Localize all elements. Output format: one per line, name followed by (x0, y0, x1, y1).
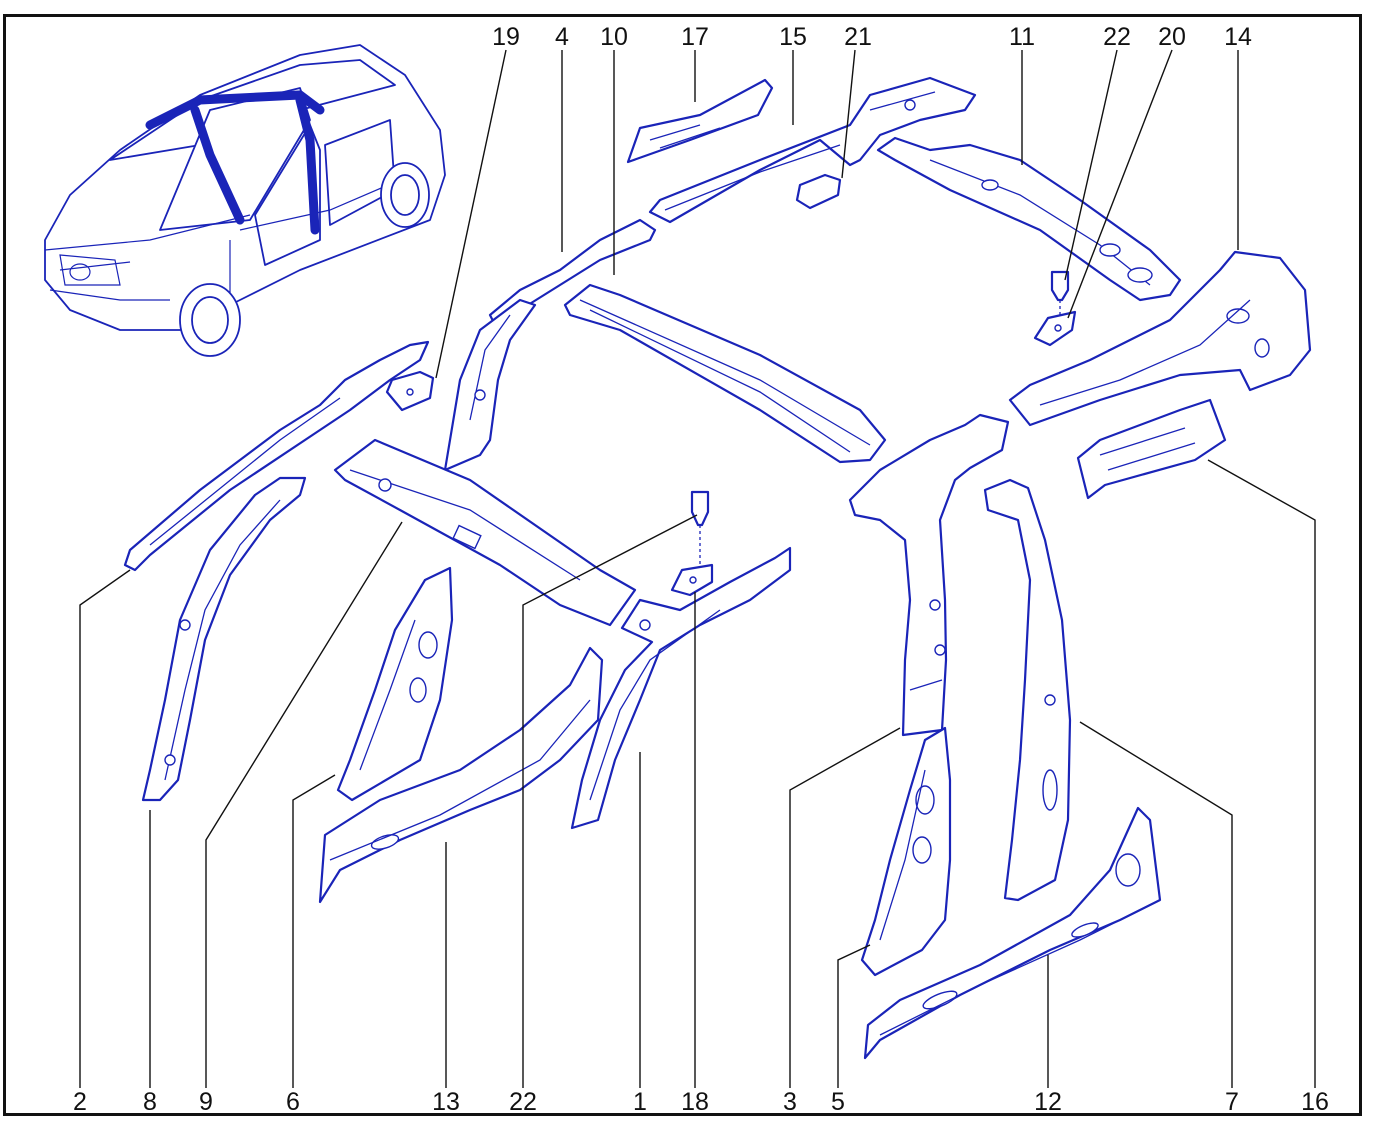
callout-5: 5 (831, 1088, 845, 1116)
diagram-frame (3, 14, 1362, 1116)
part-1-a-pillar-outer (570, 546, 792, 830)
callout-18: 18 (681, 1088, 709, 1116)
part-17-bracket (626, 78, 774, 164)
part-16-reinforcement (1076, 398, 1227, 500)
leader-16 (1207, 459, 1316, 1088)
callout-3: 3 (783, 1088, 797, 1116)
part-19-bracket (385, 370, 435, 412)
callout-17: 17 (681, 23, 709, 51)
callout-13: 13 (432, 1088, 460, 1116)
callout-20: 20 (1158, 23, 1186, 51)
part-18-plate (670, 563, 714, 597)
leader-21 (841, 49, 856, 179)
callout-16: 16 (1301, 1088, 1329, 1116)
callout-6: 6 (286, 1088, 300, 1116)
callouts-bottom: 2 8 9 6 13 22 1 18 3 5 12 7 16 (73, 1088, 1329, 1116)
part-21-bracket (795, 173, 842, 210)
part-15-roof-side-rail (648, 76, 977, 224)
callout-11: 11 (1009, 23, 1035, 51)
callout-21: 21 (844, 23, 872, 51)
part-11-rear-roof-rail (876, 136, 1182, 302)
part-4-a-pillar-upper (443, 298, 537, 472)
callout-7: 7 (1225, 1088, 1239, 1116)
callout-14: 14 (1224, 23, 1252, 51)
part-3-b-pillar (848, 413, 1010, 737)
part-6-a-pillar-lower (336, 566, 454, 802)
part-20-plate (1033, 310, 1077, 347)
leader-22-top (1064, 49, 1118, 281)
callout-4: 4 (555, 23, 569, 51)
callout-10: 10 (600, 23, 628, 51)
part-13-front-sill (318, 646, 604, 904)
callout-8: 8 (143, 1088, 157, 1116)
callout-2: 2 (73, 1088, 87, 1116)
callout-1: 1 (633, 1088, 647, 1116)
leader-7 (1079, 721, 1233, 1088)
leader-22-bottom (522, 514, 698, 1088)
part-22-stud-center (690, 490, 710, 565)
part-7-b-pillar-inner (983, 478, 1072, 902)
part-22-stud-top (1050, 270, 1070, 320)
leader-3 (789, 727, 901, 1088)
leader-9 (205, 521, 403, 1088)
part-10-front-roof-bow (563, 283, 887, 464)
callout-15: 15 (779, 23, 807, 51)
leader-20 (1067, 49, 1173, 319)
part-5-b-pillar-lower (860, 726, 952, 977)
part-8-a-pillar (141, 476, 307, 802)
leader-19 (435, 49, 507, 379)
leader-lines (79, 49, 1316, 1088)
callout-12: 12 (1034, 1088, 1062, 1116)
callout-22-bottom: 22 (509, 1088, 537, 1116)
callouts-top: 19 4 10 17 15 21 11 22 20 14 (492, 23, 1252, 51)
callout-9: 9 (199, 1088, 213, 1116)
callout-22-top: 22 (1103, 23, 1131, 51)
part-12-rear-sill (863, 806, 1162, 1060)
part-14-rear-side-panel (1008, 250, 1312, 427)
leader-6 (292, 774, 336, 1088)
part-2-roof-side-front (123, 340, 430, 572)
leader-2 (79, 569, 131, 1088)
part-9-windshield-crossmember (333, 438, 637, 627)
leader-5 (837, 944, 871, 1088)
callout-19: 19 (492, 23, 520, 51)
overview-car-illustration (44, 44, 446, 357)
